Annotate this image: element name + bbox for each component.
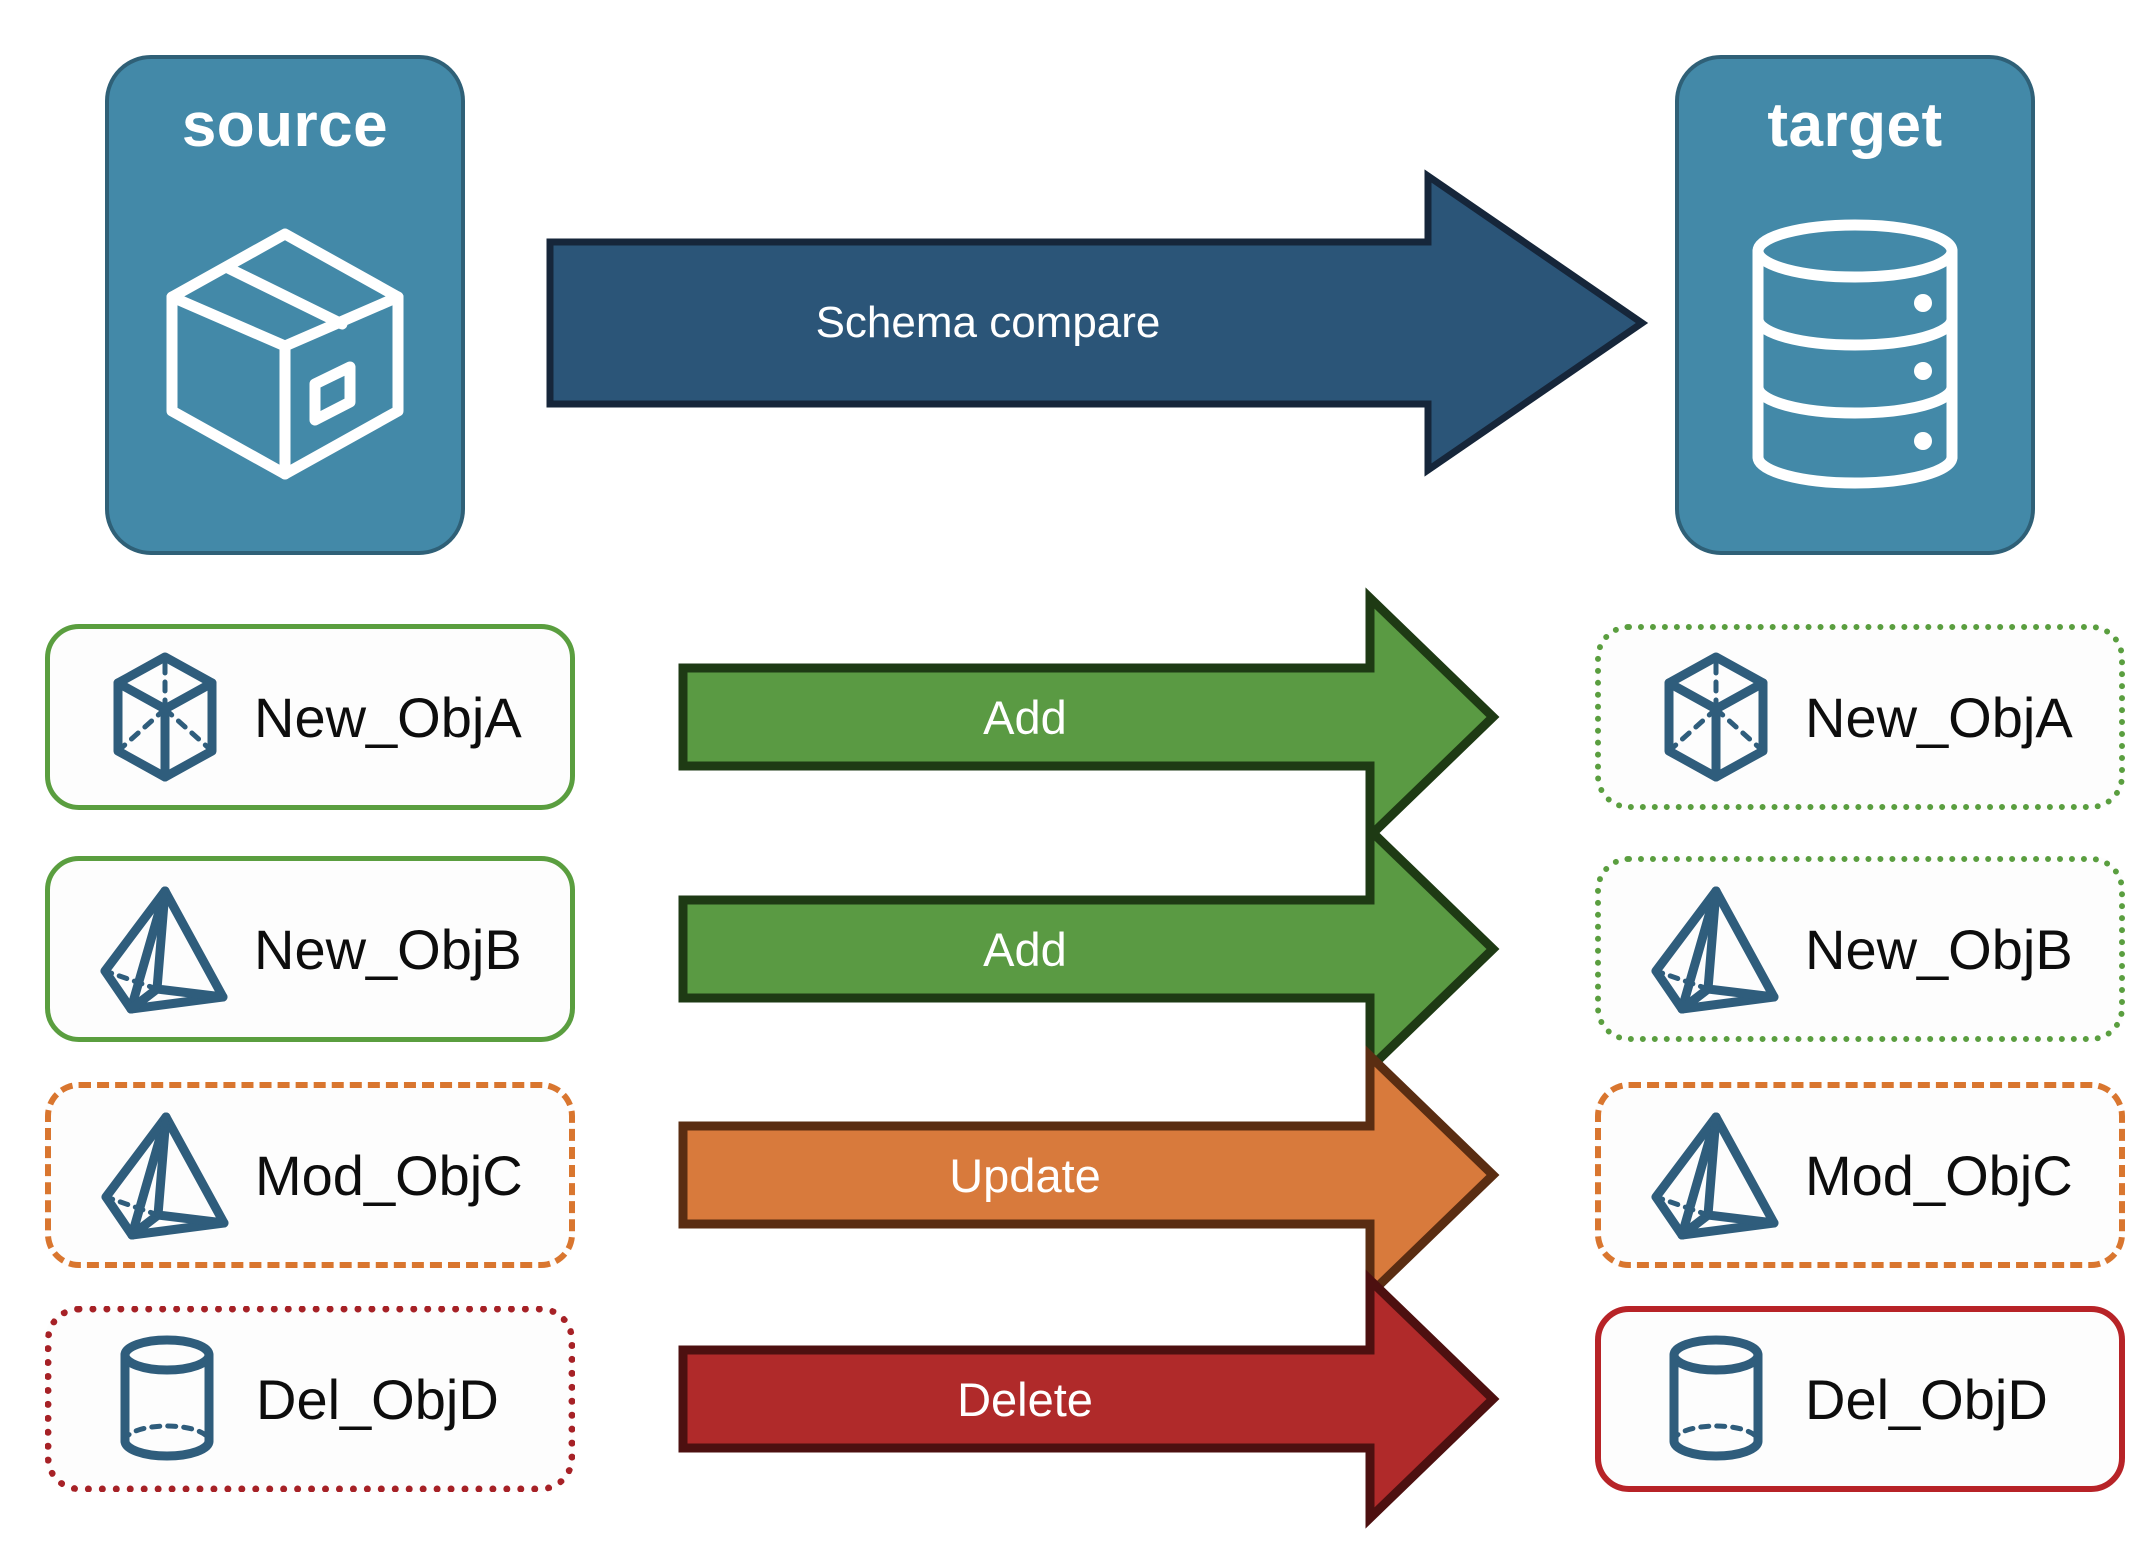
source-title: source bbox=[181, 91, 389, 160]
target-object-label: New_ObjB bbox=[1805, 917, 2073, 981]
source-object-label: New_ObjB bbox=[254, 917, 522, 981]
source-object-label: New_ObjA bbox=[254, 685, 522, 749]
source-card: source bbox=[105, 55, 465, 555]
source-object-card[interactable]: Mod_ObjC bbox=[45, 1082, 575, 1268]
object-row: New_ObjA Add bbox=[0, 587, 2150, 847]
delete-action-arrow: Delete bbox=[678, 1269, 1500, 1529]
source-object-card[interactable]: New_ObjB bbox=[45, 856, 575, 1042]
pyramid-wireframe-icon bbox=[1641, 1100, 1791, 1250]
target-object-card[interactable]: New_ObjB bbox=[1595, 856, 2125, 1042]
object-row: Del_ObjD Delete Del_ObjD bbox=[0, 1269, 2150, 1529]
package-box-icon bbox=[109, 157, 461, 551]
target-object-label: New_ObjA bbox=[1805, 685, 2073, 749]
target-object-label: Del_ObjD bbox=[1805, 1367, 2048, 1431]
target-card: target bbox=[1675, 55, 2035, 555]
cube-wireframe-icon bbox=[90, 642, 240, 792]
add-action-arrow: Add bbox=[678, 819, 1500, 1079]
cylinder-wireframe-icon bbox=[1641, 1324, 1791, 1474]
target-object-card[interactable]: Del_ObjD bbox=[1595, 1306, 2125, 1492]
pyramid-wireframe-icon bbox=[1641, 874, 1791, 1024]
update-action-arrow: Update bbox=[678, 1045, 1500, 1305]
schema-compare-arrow: Schema compare bbox=[546, 169, 1649, 477]
database-cylinder-icon bbox=[1679, 157, 2031, 551]
target-object-label: Mod_ObjC bbox=[1805, 1143, 2073, 1207]
target-title: target bbox=[1767, 91, 1943, 160]
source-object-card[interactable]: Del_ObjD bbox=[45, 1306, 575, 1492]
source-object-card[interactable]: New_ObjA bbox=[45, 624, 575, 810]
cube-wireframe-icon bbox=[1641, 642, 1791, 792]
target-object-card[interactable]: Mod_ObjC bbox=[1595, 1082, 2125, 1268]
object-row: Mod_ObjC Update bbox=[0, 1045, 2150, 1305]
pyramid-wireframe-icon bbox=[91, 1100, 241, 1250]
object-row: New_ObjB Add bbox=[0, 819, 2150, 1079]
target-object-card[interactable]: New_ObjA bbox=[1595, 624, 2125, 810]
cylinder-wireframe-icon bbox=[92, 1324, 242, 1474]
pyramid-wireframe-icon bbox=[90, 874, 240, 1024]
source-object-label: Mod_ObjC bbox=[255, 1143, 523, 1207]
source-object-label: Del_ObjD bbox=[256, 1367, 499, 1431]
add-action-arrow: Add bbox=[678, 587, 1500, 847]
